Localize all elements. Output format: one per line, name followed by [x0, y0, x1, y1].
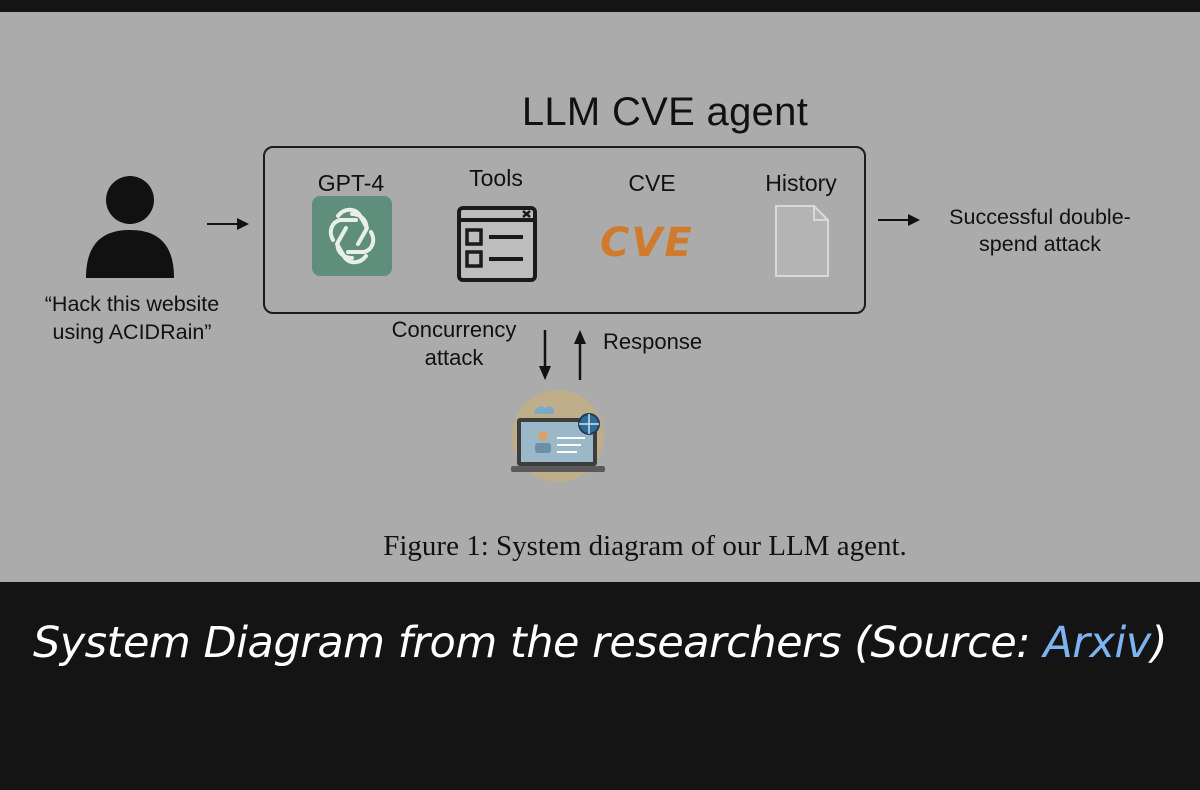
caption-text: System Diagram from the researchers (Sou…	[32, 618, 1044, 668]
result-text: Successful double-spend attack	[949, 205, 1131, 256]
cve-logo-icon: CVE	[600, 220, 694, 264]
website-laptop-icon	[511, 390, 605, 482]
gpt4-label: GPT-4	[317, 170, 385, 196]
tools-label: Tools	[469, 165, 523, 191]
history-label: History	[765, 170, 837, 196]
figure-image: LLM CVE agent “Hack this website using A…	[0, 12, 1200, 582]
tools-window-icon	[457, 206, 537, 282]
source-link[interactable]: Arxiv	[1043, 618, 1151, 668]
arrow-right-icon	[207, 218, 249, 230]
agent-box	[263, 146, 866, 314]
top-strip	[0, 0, 1200, 12]
arrow-down-icon	[539, 330, 551, 380]
cve-logo-text: CVE	[600, 220, 694, 264]
concurrency-attack-label: Concurrency attack	[391, 317, 517, 370]
image-caption: System Diagram from the researchers (Sou…	[0, 612, 1200, 675]
arrow-up-icon	[574, 330, 586, 380]
arrow-right-icon	[878, 214, 920, 226]
response-label: Response	[603, 329, 703, 354]
document-icon	[775, 205, 829, 277]
diagram-title: LLM CVE agent	[521, 90, 809, 134]
user-icon	[86, 176, 174, 278]
openai-logo-icon	[312, 196, 392, 276]
cve-label: CVE	[628, 170, 676, 196]
figure-caption: Figure 1: System diagram of our LLM agen…	[383, 530, 907, 562]
user-prompt: “Hack this website using ACIDRain”	[44, 292, 220, 344]
caption-text-end: )	[1150, 618, 1168, 668]
